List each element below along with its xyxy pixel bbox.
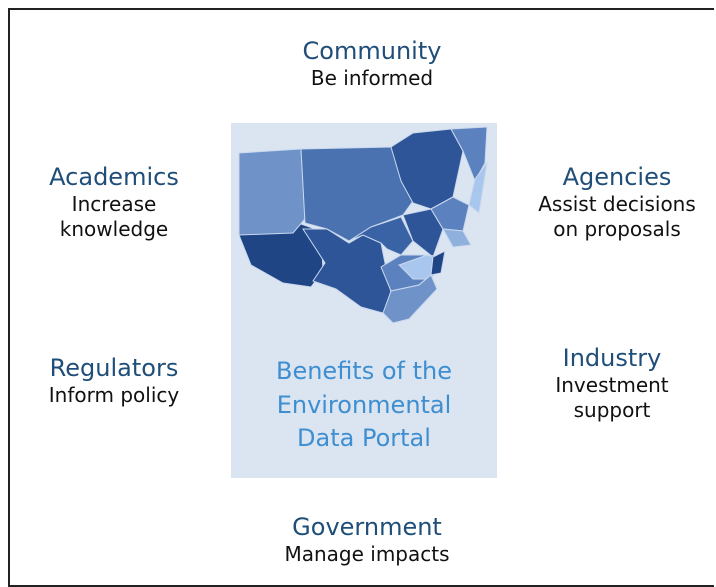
map-region (402, 208, 444, 258)
map-region (238, 148, 306, 236)
stakeholder-benefit-line: Assist decisions (538, 192, 696, 216)
stakeholder-benefit-line: on proposals (553, 217, 681, 241)
stakeholder-role: Community (302, 37, 442, 65)
stakeholder-government: Government Manage impacts (252, 512, 482, 567)
center-title: Benefits of the Environmental Data Porta… (231, 355, 497, 456)
stakeholder-role: Industry (562, 344, 662, 372)
stakeholder-benefit-line: Increase (71, 192, 157, 216)
stakeholder-benefit-line: Manage impacts (284, 542, 450, 566)
map-region (468, 162, 488, 214)
stakeholder-benefit-line: Be informed (310, 66, 434, 90)
stakeholder-role: Regulators (49, 354, 179, 382)
map-region (442, 228, 472, 248)
center-title-line: Data Portal (297, 424, 431, 453)
diagram-frame: Community Be informed Academics Increase… (8, 8, 714, 587)
center-title-line: Environmental (276, 390, 452, 419)
stakeholder-benefit-line: support (573, 398, 651, 422)
map-region (430, 250, 446, 276)
stakeholder-benefit-line: knowledge (59, 217, 169, 241)
nsw-map-icon (238, 126, 488, 324)
map-region (382, 274, 438, 324)
stakeholder-role: Academics (49, 163, 179, 191)
stakeholder-industry: Industry Investment support (522, 343, 702, 423)
stakeholder-regulators: Regulators Inform policy (19, 353, 209, 408)
stakeholder-academics: Academics Increase knowledge (19, 162, 209, 242)
stakeholder-benefit-line: Inform policy (48, 383, 180, 407)
stakeholder-community: Community Be informed (262, 36, 482, 91)
center-panel: Benefits of the Environmental Data Porta… (231, 123, 497, 478)
stakeholder-agencies: Agencies Assist decisions on proposals (522, 162, 712, 242)
stakeholder-benefit-line: Investment (555, 373, 669, 397)
stakeholder-role: Agencies (562, 163, 672, 191)
stakeholder-role: Government (292, 513, 442, 541)
center-title-line: Benefits of the (275, 357, 452, 385)
map-region (430, 196, 470, 232)
